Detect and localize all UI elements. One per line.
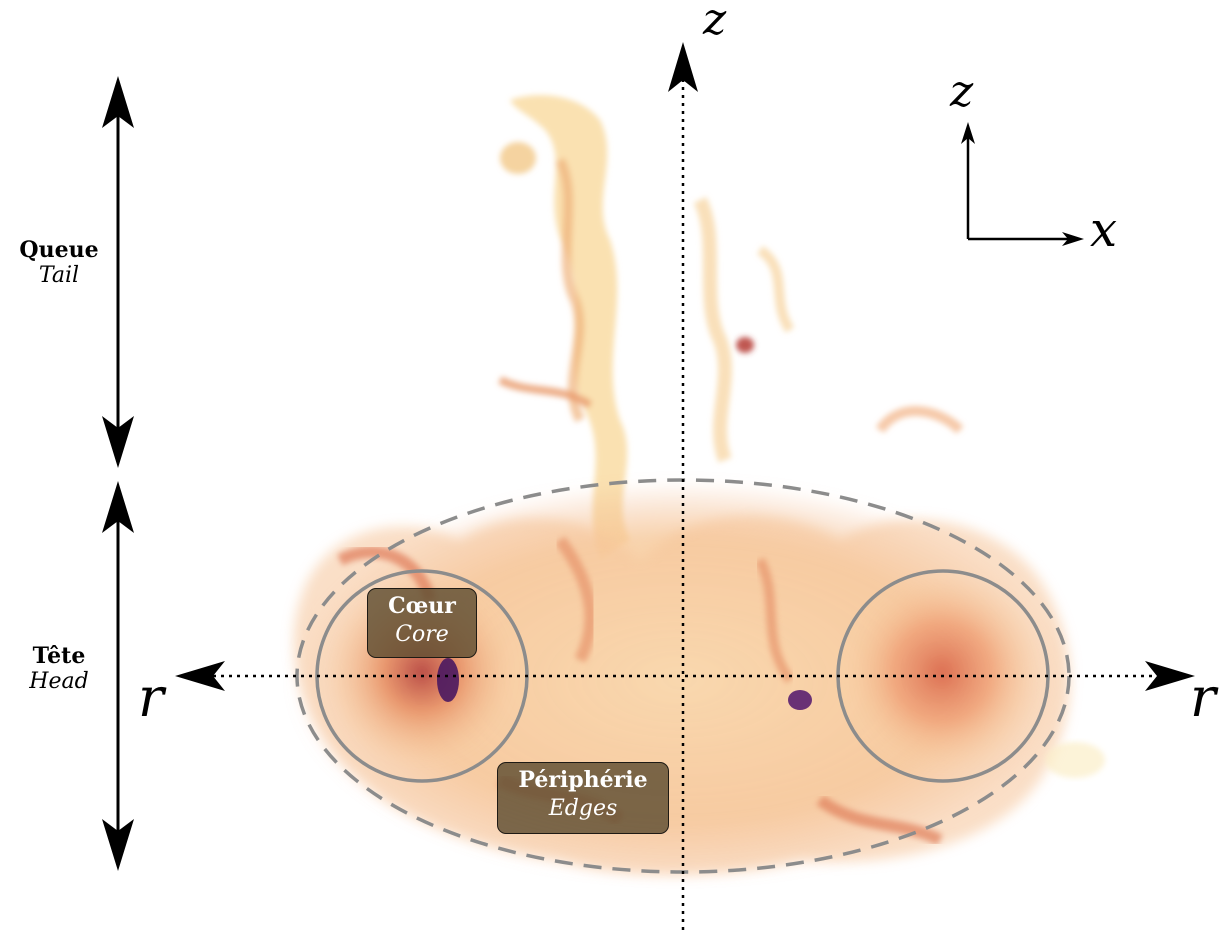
edges-label-box: Périphérie Edges	[497, 762, 669, 834]
plume-head	[290, 480, 1105, 880]
edges-label-en: Edges	[548, 795, 618, 821]
vertical-axis-label: z	[703, 0, 727, 45]
tail-label-en: Tail	[38, 263, 80, 289]
triad-x-label: x	[1090, 202, 1118, 258]
core-label-box: Cœur Core	[367, 588, 477, 658]
edges-label-fr: Périphérie	[518, 767, 648, 793]
triad-z-label: z	[950, 66, 974, 117]
vertical-axis-arrowhead	[668, 42, 698, 92]
radial-left-arrowhead	[175, 661, 225, 691]
head-label-fr: Tête	[32, 643, 86, 669]
head-label: Tête Head	[0, 643, 118, 695]
radial-right-label: r	[1190, 666, 1216, 729]
core-label-en: Core	[395, 621, 449, 647]
plume-tail	[498, 95, 964, 561]
tail-dimension-arrow	[102, 76, 134, 468]
head-label-en: Head	[29, 669, 89, 695]
tail-label: Queue Tail	[0, 237, 118, 289]
radial-left-label: r	[138, 666, 164, 729]
head-dimension-arrow	[102, 481, 134, 871]
tail-label-fr: Queue	[19, 237, 99, 263]
core-label-fr: Cœur	[388, 593, 456, 619]
radial-right-arrowhead	[1145, 661, 1195, 691]
coordinate-triad	[961, 122, 1084, 246]
